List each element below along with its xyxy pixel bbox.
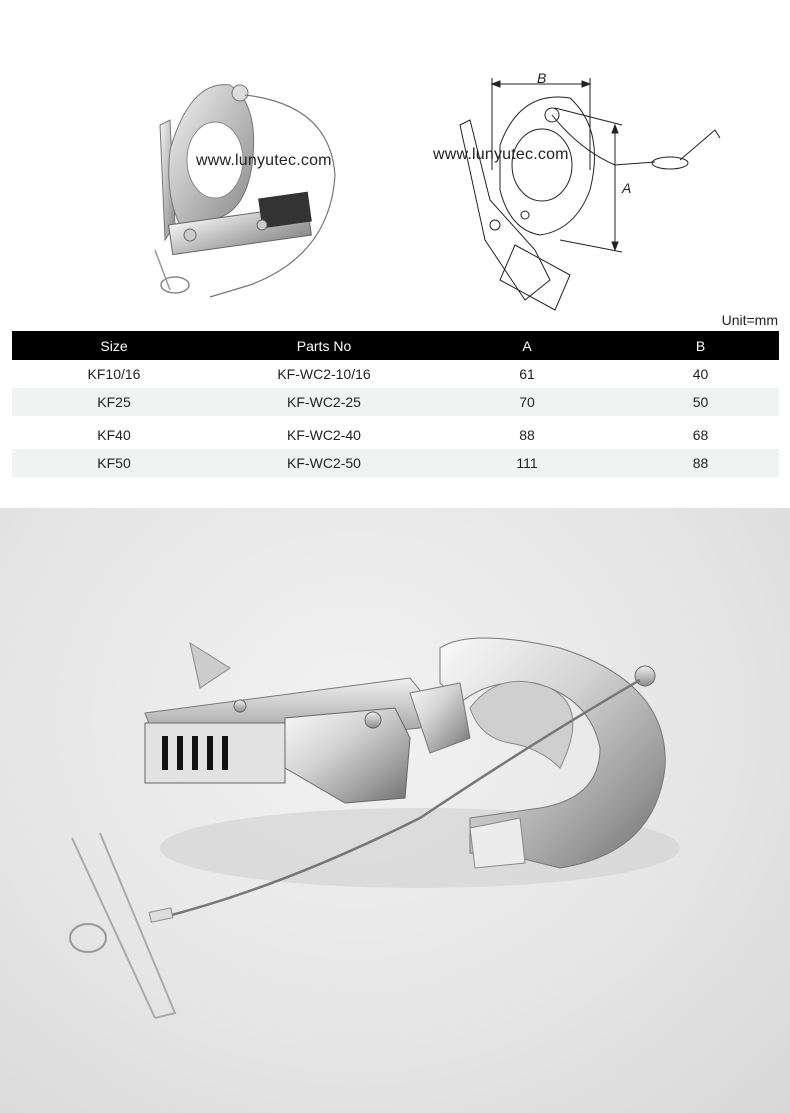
header-size: Size xyxy=(12,331,216,360)
cell-b: 68 xyxy=(692,427,709,443)
cell-parts-no: KF-WC2-25 xyxy=(216,388,432,416)
cell-parts-no: KF-WC2-10/16 xyxy=(277,366,371,382)
dimension-a-label: A xyxy=(622,180,632,196)
cell-size: KF25 xyxy=(12,388,216,416)
cell-b: 88 xyxy=(622,449,779,477)
cell-size: KF50 xyxy=(12,449,216,477)
cell-parts-no: KF-WC2-40 xyxy=(287,427,361,443)
header-a: A xyxy=(432,331,622,360)
table-row: KF40 KF-WC2-40 88 68 xyxy=(12,416,779,449)
table-header-row: Size Parts No A B xyxy=(12,331,779,360)
watermark-left: www.lunyutec.com xyxy=(196,152,332,169)
table-row: KF50 KF-WC2-50 111 88 xyxy=(12,449,779,477)
cell-size: KF40 xyxy=(97,427,131,443)
table-row: KF25 KF-WC2-25 70 50 xyxy=(12,388,779,416)
dimension-b-label: B xyxy=(537,70,547,86)
cell-b: 50 xyxy=(622,388,779,416)
technical-drawing: B A www.lunyutec.com xyxy=(430,70,730,320)
header-parts-no: Parts No xyxy=(216,331,432,360)
watermark-right: www.lunyutec.com xyxy=(433,146,569,163)
table-row: KF10/16 KF-WC2-10/16 61 40 xyxy=(12,360,779,388)
cell-size: KF10/16 xyxy=(87,366,141,382)
cell-a: 70 xyxy=(432,388,622,416)
product-photo-large xyxy=(0,508,790,1113)
header-b: B xyxy=(622,331,779,360)
cell-b: 40 xyxy=(692,366,709,382)
cell-parts-no: KF-WC2-50 xyxy=(216,449,432,477)
cell-a: 61 xyxy=(519,366,535,382)
cell-a: 111 xyxy=(432,449,622,477)
spec-table: Size Parts No A B KF10/16 KF-WC2-10/16 6… xyxy=(12,331,779,477)
cell-a: 88 xyxy=(519,427,535,443)
product-photo-clamp: www.lunyutec.com xyxy=(130,75,350,305)
spec-section: www.lunyutec.com B A www.lun xyxy=(0,0,790,508)
unit-label: Unit=mm xyxy=(721,312,778,328)
